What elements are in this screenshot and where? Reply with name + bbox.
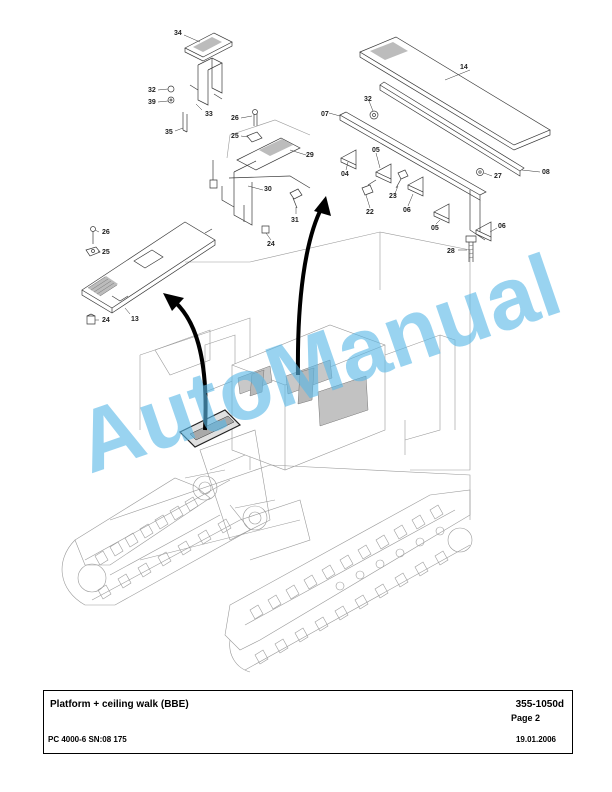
part-label: 14: [460, 64, 468, 71]
part-label: 13: [131, 316, 139, 323]
part-label: 32: [148, 87, 156, 94]
part-label: 08: [542, 169, 550, 176]
part-label: 26: [231, 115, 239, 122]
part-label: 24: [267, 241, 275, 248]
part-label: 25: [231, 133, 239, 140]
part-label: 04: [341, 171, 349, 178]
part-label: 39: [148, 99, 156, 106]
excavator-illustration: [61, 231, 473, 673]
part-label: 30: [264, 186, 272, 193]
part-label: 06: [498, 223, 506, 230]
part-label: 05: [372, 147, 380, 154]
part-label: 33: [205, 111, 213, 118]
part-number-labels: 34 32 39 33 35 26 25 29 30 31 24 26 25 2…: [102, 30, 550, 324]
machine-model: PC 4000-6 SN:08 175: [48, 735, 127, 744]
center-bracket-assembly: [167, 32, 311, 234]
part-label: 35: [165, 129, 173, 136]
page-number: Page 2: [510, 713, 540, 723]
drawing-title: Platform + ceiling walk (BBE): [50, 699, 189, 710]
part-label: 22: [366, 209, 374, 216]
ceiling-walk-assembly: [339, 36, 551, 262]
part-label: 24: [102, 317, 110, 324]
part-label: 27: [494, 173, 502, 180]
part-label: 29: [306, 152, 314, 159]
part-label: 06: [403, 207, 411, 214]
title-block: Platform + ceiling walk (BBE) 355-1050d …: [43, 690, 573, 754]
document-number: 355-1050d: [515, 699, 564, 710]
part-label: 32: [364, 96, 372, 103]
part-label: 07: [321, 111, 329, 118]
part-label: 28: [447, 248, 455, 255]
document-date: 19.01.2006: [515, 735, 556, 744]
callout-arrows: [163, 196, 331, 431]
leader-lines: [94, 34, 541, 321]
part-label: 05: [431, 225, 439, 232]
part-label: 26: [102, 229, 110, 236]
part-label: 34: [174, 30, 182, 37]
part-label: 31: [291, 217, 299, 224]
part-label: 23: [389, 193, 397, 200]
exploded-parts-diagram: 34 32 39 33 35 26 25 29 30 31 24 26 25 2…: [61, 30, 572, 673]
part-label: 25: [102, 249, 110, 256]
platform-13-assembly: [81, 221, 216, 325]
